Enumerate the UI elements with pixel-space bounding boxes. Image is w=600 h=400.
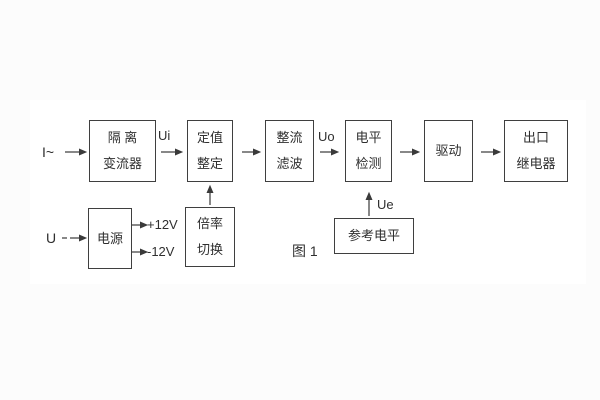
block-reference-level: 参考电平 (334, 218, 414, 254)
label-current-input: I~ (42, 144, 55, 160)
block-label: 倍率 (196, 216, 223, 231)
block-label: 继电器 (516, 156, 556, 171)
block-isolation-transformer: 隔 离 变流器 (89, 120, 156, 182)
label-signal-ue: Ue (377, 197, 394, 212)
block-label: 定值 (196, 130, 223, 145)
block-label: 切换 (196, 242, 223, 257)
label-neg-rail: -12V (147, 244, 175, 259)
figure-caption: 图 1 (292, 243, 318, 259)
block-output-relay: 出口 继电器 (504, 120, 568, 182)
block-label: 整流 (276, 130, 303, 145)
block-rectifier-filter: 整流 滤波 (265, 120, 314, 182)
block-label: 检测 (355, 156, 382, 171)
block-label: 滤波 (276, 156, 303, 171)
block-driver: 驱动 (424, 120, 473, 182)
block-label: 参考电平 (347, 228, 400, 243)
label-pos-rail: +12V (147, 217, 178, 232)
block-label: 整定 (196, 156, 223, 171)
label-signal-uo: Uo (318, 129, 335, 144)
label-signal-ui: Ui (158, 128, 171, 143)
block-label: 隔 离 (107, 130, 138, 145)
block-label: 出口 (522, 130, 549, 145)
block-setting-adjust: 定值 整定 (187, 120, 233, 182)
block-level-detect: 电平 检测 (345, 120, 392, 182)
block-label: 电源 (96, 230, 123, 246)
block-ratio-switch: 倍率 切换 (185, 207, 235, 267)
block-label: 电平 (355, 130, 382, 145)
block-power-supply: 电源 (88, 208, 132, 269)
label-voltage-input: U (46, 230, 57, 246)
block-label: 驱动 (435, 143, 462, 158)
block-label: 变流器 (102, 156, 142, 171)
